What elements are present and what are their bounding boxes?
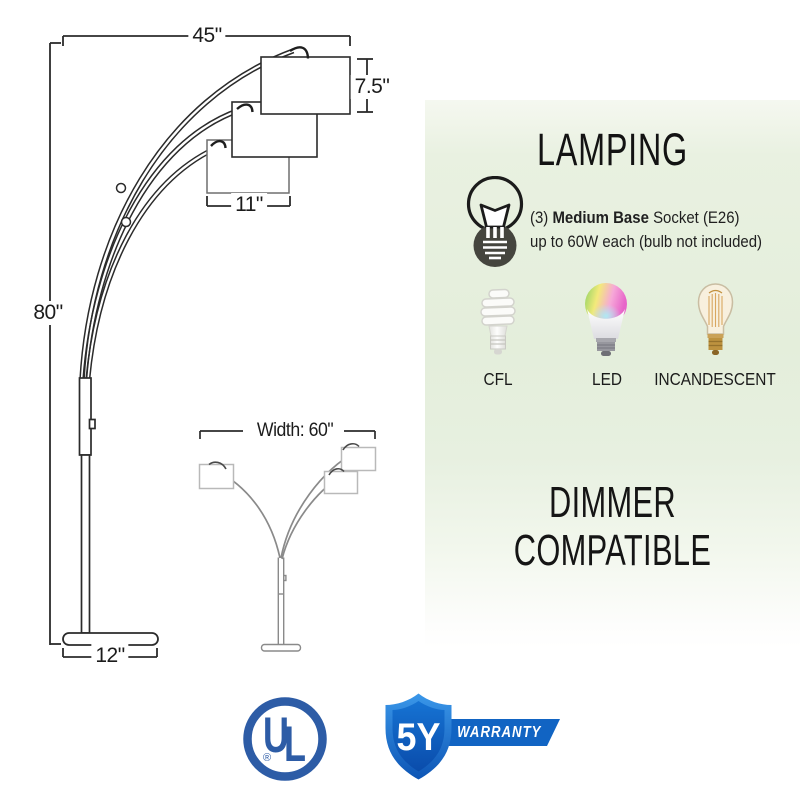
small-lamp-shades xyxy=(198,446,377,495)
socket-count: (3) xyxy=(530,208,549,227)
socket-spec-line1: (3) Medium Base Socket (E26) xyxy=(530,206,762,230)
warranty-shield-badge: 5Y xyxy=(385,693,452,780)
lamping-panel xyxy=(425,100,800,648)
lamping-title: LAMPING xyxy=(537,124,688,175)
lamp-shades xyxy=(206,56,351,194)
ul-registered-mark: ® xyxy=(263,752,271,764)
dimension-label-shade-width: 11" xyxy=(231,193,267,217)
lamp-pole xyxy=(78,377,96,634)
small-lamp-pole xyxy=(277,557,287,645)
socket-type: Socket (E26) xyxy=(653,208,740,227)
cfl-bulb-image xyxy=(480,288,516,355)
bulb-socket-icon xyxy=(466,176,524,267)
arm-joints xyxy=(115,182,132,228)
warranty-ribbon-label: WARRANTY xyxy=(457,723,542,741)
incandescent-bulb-image xyxy=(697,283,734,355)
bulb-label-incandescent: INCANDESCENT xyxy=(654,369,776,389)
lamp-arc-arms xyxy=(79,48,295,381)
dimension-lines xyxy=(49,35,376,658)
socket-spec-text: (3) Medium Base Socket (E26) up to 60W e… xyxy=(530,206,762,254)
socket-spec-line2: up to 60W each (bulb not included) xyxy=(530,232,763,251)
dimmer-line2: COMPATIBLE xyxy=(513,526,712,575)
ul-certification-badge: U L ® xyxy=(243,697,327,781)
small-lamp-hooks xyxy=(208,442,360,476)
filament xyxy=(708,293,723,327)
dimension-label-overall-width: Width: 60" xyxy=(253,420,337,442)
warranty-years: 5Y xyxy=(397,715,441,759)
arm-hooks xyxy=(210,46,310,149)
dimmer-line1: DIMMER xyxy=(548,478,677,527)
lamp-switch xyxy=(88,418,96,430)
socket-base-type: Medium Base xyxy=(552,208,649,227)
socket-screw-lines xyxy=(483,240,507,260)
bulb-label-led: LED xyxy=(592,369,622,389)
svg-text:U: U xyxy=(263,708,289,763)
svg-text:L: L xyxy=(284,717,306,772)
bulb-label-cfl: CFL xyxy=(483,369,513,389)
dimension-label-base-width: 12" xyxy=(91,644,129,668)
ul-letter-u: U xyxy=(263,708,289,763)
led-bulb-image xyxy=(585,283,627,356)
svg-text:5Y: 5Y xyxy=(397,715,441,759)
warranty-ribbon: WARRANTY xyxy=(448,719,560,746)
dim-line-80 xyxy=(49,42,61,645)
small-lamp-arms xyxy=(215,450,358,560)
dimension-label-top-width: 45" xyxy=(188,24,226,48)
small-lamp-base xyxy=(260,643,302,652)
ul-letter-l: L xyxy=(284,717,306,772)
dimmer-compatible-text: DIMMER COMPATIBLE xyxy=(481,479,744,575)
small-lamp-view xyxy=(198,442,377,652)
dimension-label-height: 80" xyxy=(29,301,67,325)
shade-top xyxy=(260,56,351,115)
dimension-label-shade-height: 7.5" xyxy=(350,75,394,99)
dim-line-60 xyxy=(199,430,376,439)
socket-threads xyxy=(486,227,504,238)
